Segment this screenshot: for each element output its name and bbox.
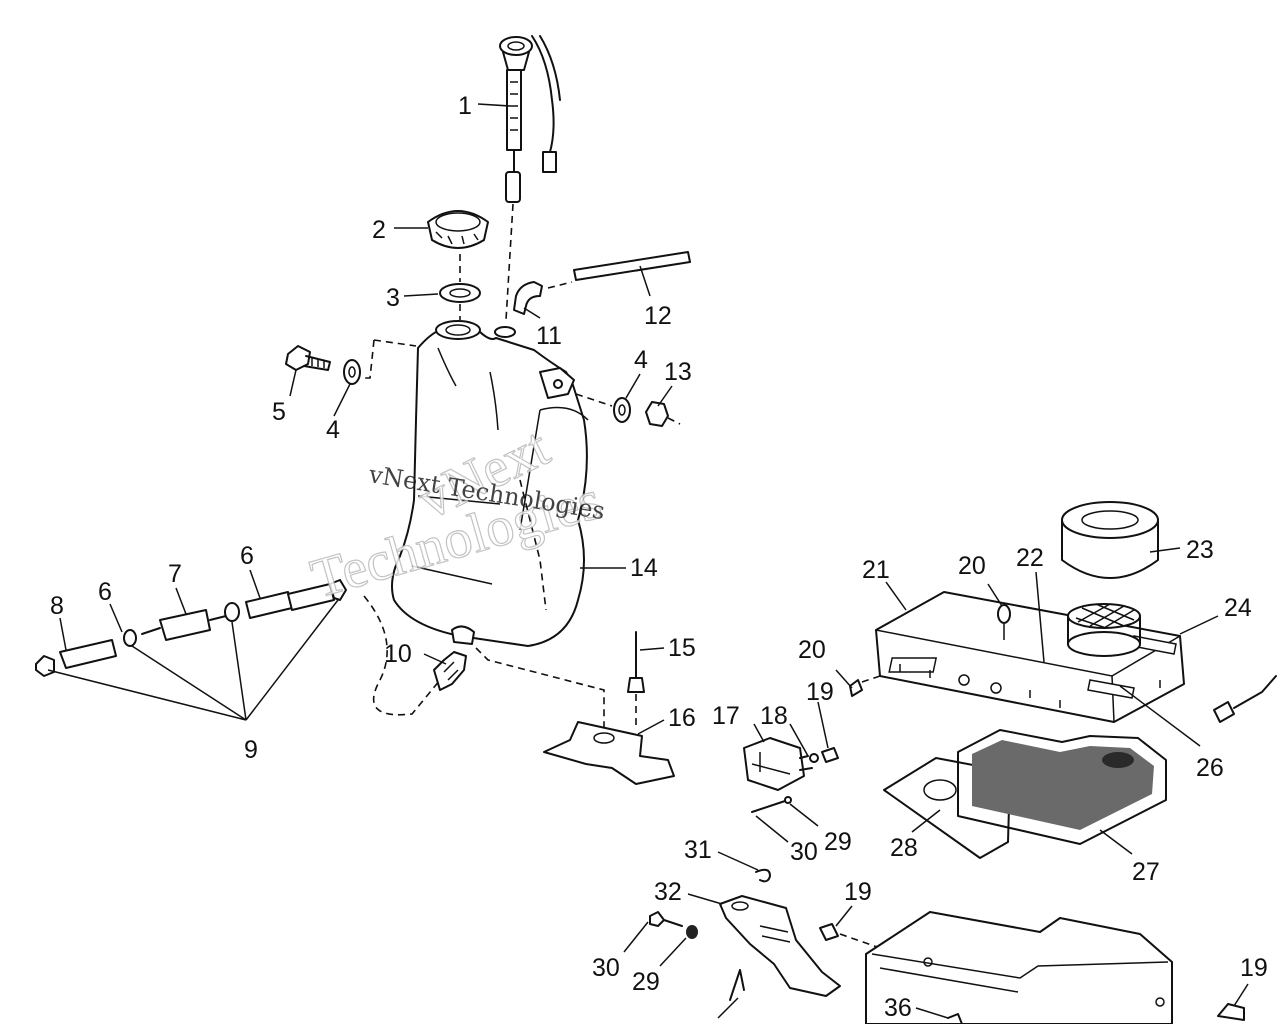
callout-19c: 19 — [1240, 954, 1268, 982]
callout-11: 11 — [536, 322, 562, 350]
bracket-lower-tab — [729, 969, 745, 1001]
fuel-cap — [427, 210, 489, 282]
air-box-grommet — [997, 604, 1011, 640]
callout-24: 24 — [1224, 594, 1252, 622]
box-fastener — [947, 1013, 963, 1024]
mounting-bolt — [285, 345, 331, 371]
bracket-spacer — [819, 923, 881, 949]
pump-fitting — [821, 747, 839, 763]
callout-18: 18 — [760, 702, 788, 730]
callout-29b: 29 — [632, 968, 660, 996]
leader-lines — [59, 103, 1249, 1019]
callout-36: 36 — [884, 994, 912, 1022]
callout-14: 14 — [630, 554, 658, 582]
callout-22: 22 — [1016, 544, 1044, 572]
fuel-tank — [362, 320, 605, 730]
callout-12: 12 — [644, 302, 672, 330]
vent-hose — [573, 251, 691, 281]
callout-4b: 4 — [634, 346, 648, 374]
callout-17: 17 — [712, 702, 740, 730]
callout-10: 10 — [384, 640, 412, 668]
fuel-pump — [743, 737, 813, 791]
callout-30a: 30 — [790, 838, 818, 866]
cap-gasket — [439, 283, 481, 320]
callout-6b: 6 — [240, 542, 254, 570]
callout-20b: 20 — [958, 552, 986, 580]
callout-19b: 19 — [844, 878, 872, 906]
callout-1: 1 — [458, 92, 472, 120]
callout-32: 32 — [654, 878, 682, 906]
tank-bracket — [543, 721, 675, 785]
callout-8: 8 — [50, 592, 64, 620]
callout-9: 9 — [244, 736, 258, 764]
bracket-washer — [686, 925, 698, 939]
hook-clip — [755, 868, 771, 883]
callout-19a: 19 — [806, 678, 834, 706]
fuel-gauge-sender — [499, 35, 561, 321]
pump-washer — [809, 753, 819, 763]
battery-box — [865, 911, 1173, 1024]
callout-21: 21 — [862, 556, 890, 584]
callout-26: 26 — [1196, 754, 1224, 782]
callout-23: 23 — [1186, 536, 1214, 564]
callout-20a: 20 — [798, 636, 826, 664]
callout-30b: 30 — [592, 954, 620, 982]
pump-screw — [751, 796, 792, 813]
callout-6a: 6 — [98, 578, 112, 606]
fuel-line-assembly — [35, 579, 347, 721]
callout-3: 3 — [386, 284, 400, 312]
callout-2: 2 — [372, 216, 386, 244]
pump-bracket-clip — [849, 675, 881, 697]
callout-27: 27 — [1132, 858, 1160, 886]
foam-filter-ring — [1061, 501, 1159, 579]
bracket-bolt — [649, 911, 683, 927]
callout-15: 15 — [668, 634, 696, 662]
filter-element — [957, 729, 1167, 845]
sensor-probe — [627, 631, 645, 726]
drain-fitting — [433, 651, 467, 691]
mounting-bracket — [719, 895, 841, 997]
callout-5: 5 — [272, 398, 286, 426]
callout-4a: 4 — [326, 416, 340, 444]
callout-16: 16 — [668, 704, 696, 732]
wire-connector — [1213, 675, 1277, 723]
callout-7: 7 — [168, 560, 182, 588]
elbow-fitting — [513, 281, 573, 315]
washer-left — [343, 359, 361, 385]
battery-bolt — [1217, 1003, 1245, 1021]
callout-28: 28 — [890, 834, 918, 862]
washer-right — [613, 397, 631, 423]
callout-13: 13 — [664, 358, 692, 386]
nut-right — [575, 393, 681, 427]
callout-labels: 1 2 3 5 4 11 12 4 13 14 8 6 7 6 9 10 15 … — [50, 92, 1268, 1022]
air-intake-grille — [1067, 603, 1141, 657]
callout-31: 31 — [684, 836, 712, 864]
callout-29a: 29 — [824, 828, 852, 856]
